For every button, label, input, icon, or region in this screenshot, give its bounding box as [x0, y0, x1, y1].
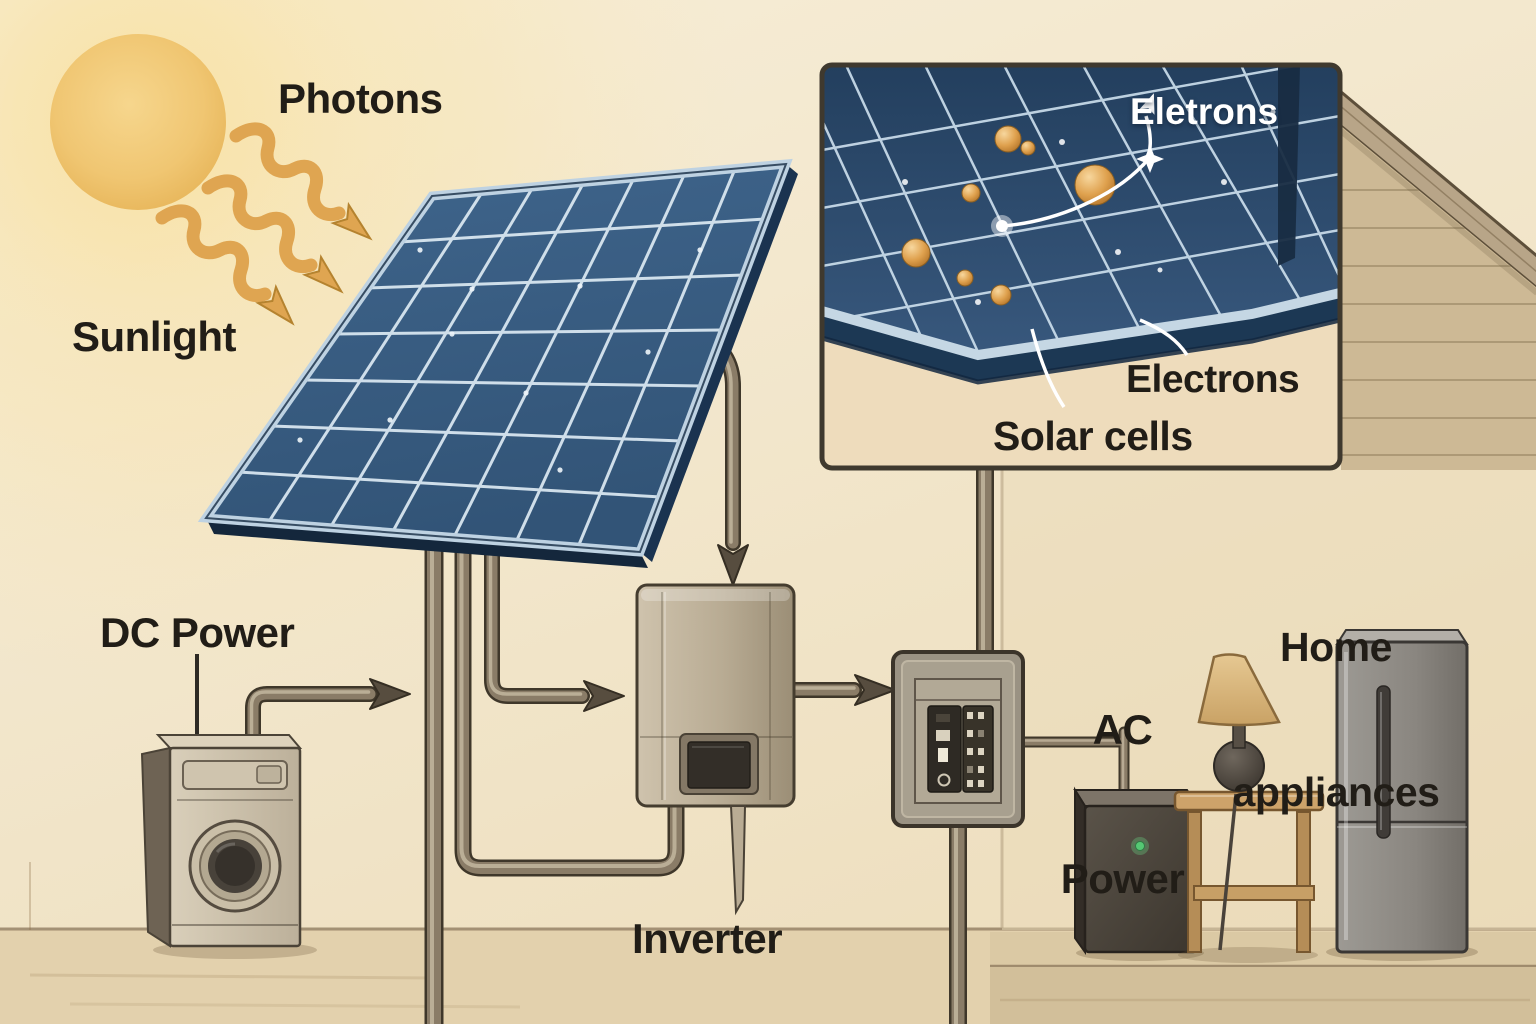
- ac-power-line1: AC: [1092, 706, 1153, 754]
- sun: [50, 34, 226, 210]
- panel-support-post: [432, 520, 434, 1024]
- solar-cells-pointer: [1030, 328, 1066, 408]
- breaker-panel: [891, 650, 1025, 828]
- electrons-pointer: [1139, 318, 1189, 356]
- washing-machine: [140, 734, 317, 959]
- table-lamp: [1197, 653, 1281, 951]
- sparkle-icon: [1136, 145, 1164, 173]
- solar-panel: [197, 158, 798, 568]
- inverter-screen: [687, 741, 751, 789]
- lamp-shade: [1197, 653, 1281, 727]
- photon-arrow-3: [155, 204, 272, 302]
- inset-grid-glints: [902, 109, 1276, 305]
- inset-wire-to-breaker: [983, 468, 985, 656]
- photon-arrow-2: [201, 174, 318, 273]
- panel-glints: [297, 247, 703, 473]
- fridge-handle: [1376, 685, 1391, 839]
- inset-panel-gap: [1278, 65, 1300, 266]
- refrigerator: [1326, 629, 1478, 961]
- photon-arrow-1: [229, 122, 346, 221]
- ac-flow-arrow-to-breaker: [794, 674, 896, 706]
- breaker-wire-to-ground: [956, 820, 958, 1024]
- photon-arrows: [155, 122, 373, 326]
- dc-flow-arrow-to-inverter: [491, 538, 625, 712]
- inset-border: [819, 62, 1343, 471]
- wiring: [252, 329, 1125, 1024]
- dc-power-label: DC Power: [100, 609, 295, 656]
- dc-flow-arrow-from-washer: [252, 678, 411, 752]
- inverter-label: Inverter: [632, 915, 783, 962]
- electrons-spheres: [901, 125, 1116, 306]
- home-appliances-line1: Home: [1280, 623, 1392, 670]
- electron-flow-arrow: [991, 93, 1164, 237]
- ground-floor: [0, 862, 1536, 1024]
- electrons-callout-label: Eletrons: [1130, 91, 1279, 132]
- electrons-label: Electrons: [1126, 358, 1300, 401]
- inverter: [635, 583, 796, 916]
- lamp-cord: [1218, 793, 1238, 951]
- inverter-ground-blade: [729, 805, 747, 916]
- panel-wire-to-inverter-top: [688, 329, 749, 586]
- solar-cell-inset: [819, 62, 1343, 471]
- solar-cells-label: Solar cells: [993, 413, 1193, 459]
- battery-unit: [1073, 786, 1204, 961]
- home-appliances-label: Home appliances: [1230, 526, 1442, 913]
- inset-panel-frame-edge: [822, 288, 1340, 361]
- sunlight-label: Sunlight: [72, 313, 236, 360]
- ac-power-line2: Power: [1060, 854, 1185, 902]
- side-table: [1173, 790, 1325, 963]
- photons-label: Photons: [278, 75, 443, 122]
- panel-grid: [237, 168, 766, 548]
- ac-power-label: AC Power: [1035, 606, 1210, 1002]
- status-led: [1135, 841, 1145, 851]
- home-appliances-line2: appliances: [1232, 768, 1440, 815]
